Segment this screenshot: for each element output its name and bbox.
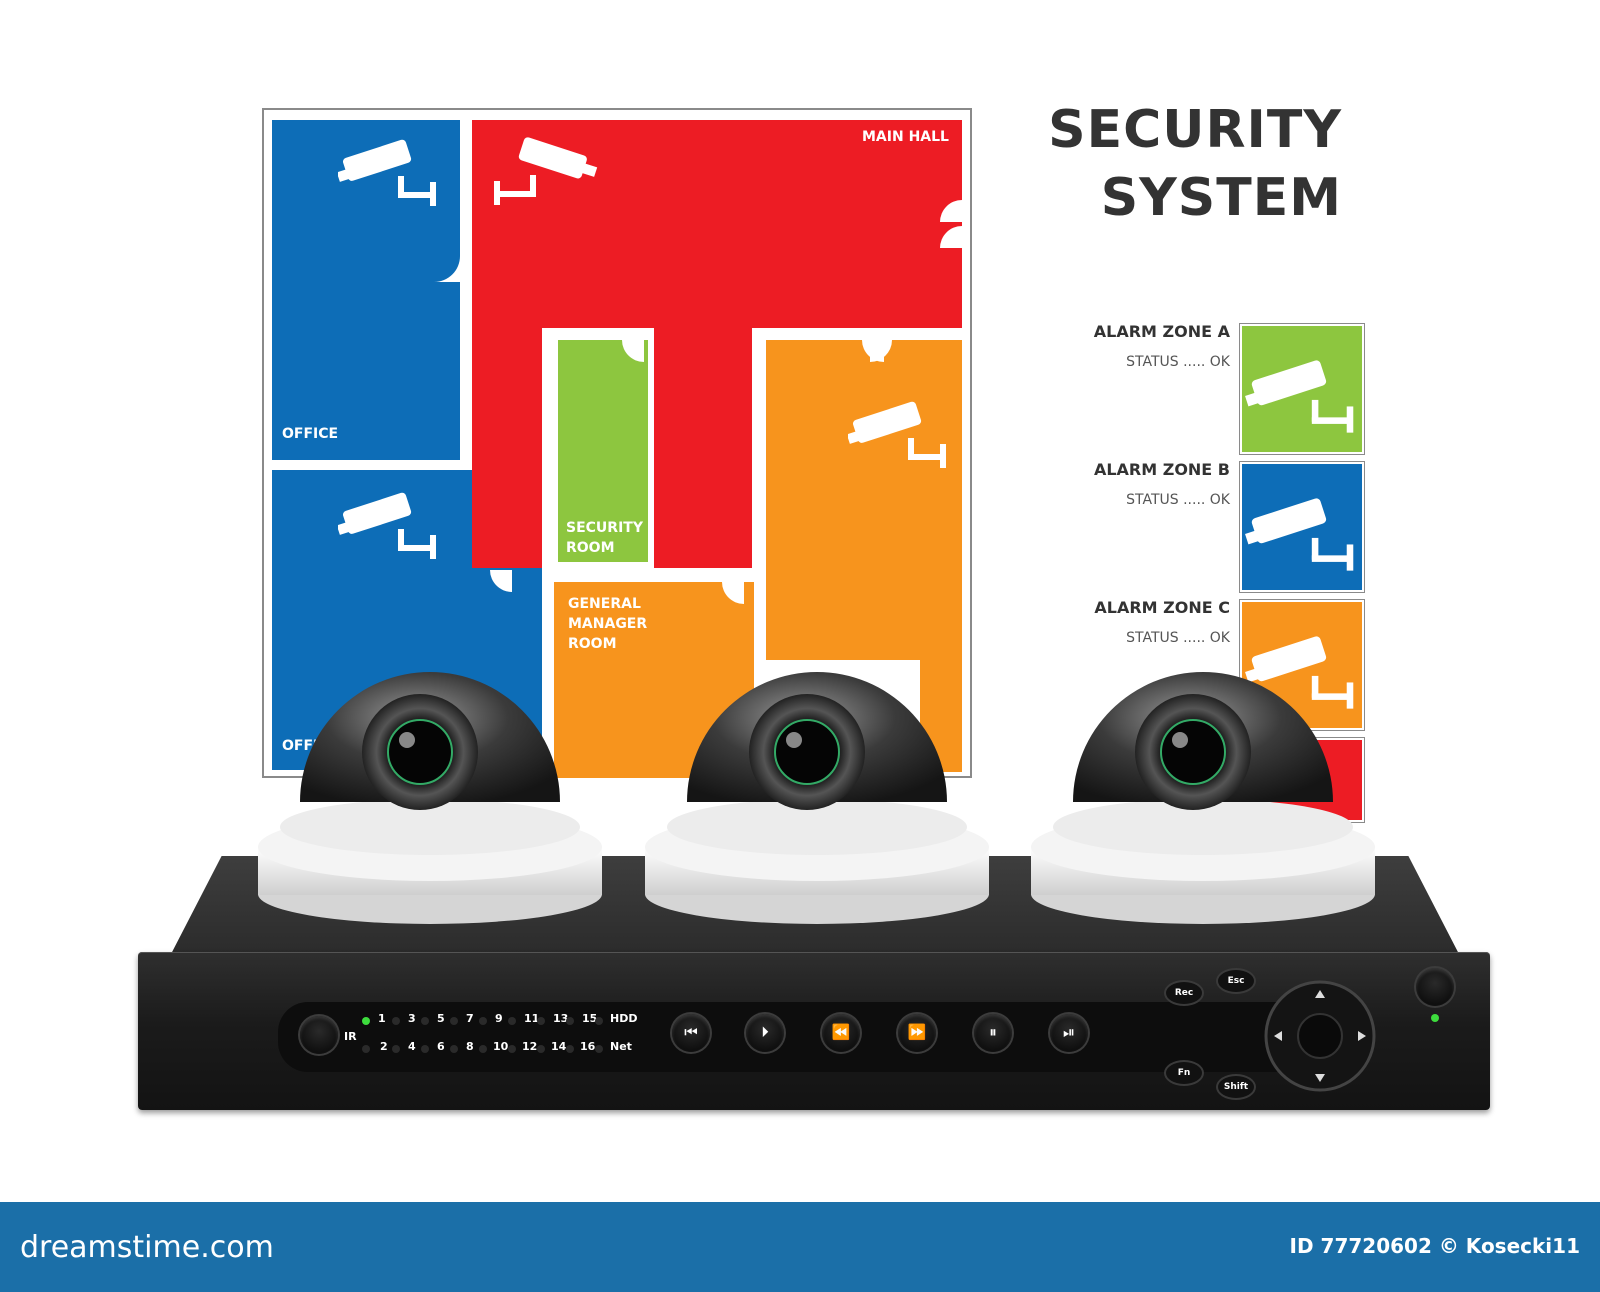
- prev-button[interactable]: ⏮: [672, 1014, 710, 1052]
- dvr-front-panel: [138, 952, 1490, 1110]
- ch-label: 14: [551, 1040, 567, 1053]
- ch-label: 3: [408, 1012, 416, 1025]
- room-label-gm-3: ROOM: [568, 636, 617, 652]
- led-ch1: [362, 1017, 370, 1025]
- prev-icon: ⏮: [684, 1024, 698, 1041]
- footer-credit: ID 77720602 © Kosecki11: [1289, 1234, 1580, 1258]
- room-orange-right: [766, 340, 962, 660]
- cctv-icon: [494, 137, 598, 205]
- rewind-icon: ⏪: [831, 1024, 851, 1041]
- zone-c-name: ALARM ZONE C: [1094, 598, 1230, 617]
- step-forward-icon: ⏵: [761, 1024, 769, 1041]
- ch-label: 16: [580, 1040, 596, 1053]
- zone-a-status: STATUS ..... OK: [1126, 354, 1230, 370]
- cctv-icon: [338, 139, 436, 206]
- ch-label: 4: [408, 1040, 416, 1053]
- room-label-gm-1: GENERAL: [568, 596, 641, 612]
- play-pause-icon: ⏯: [1062, 1024, 1075, 1041]
- ch-label: 1: [378, 1012, 386, 1025]
- led: [537, 1017, 545, 1025]
- dome-camera-2: [645, 672, 989, 924]
- led: [392, 1017, 400, 1025]
- ch-label: 9: [495, 1012, 503, 1025]
- ch-label: 6: [437, 1040, 445, 1053]
- led: [537, 1045, 545, 1053]
- ch-label-net: Net: [610, 1040, 632, 1053]
- zone-a-name: ALARM ZONE A: [1093, 322, 1230, 341]
- ch-label: 11: [524, 1012, 540, 1025]
- down-arrow-icon: [1315, 1074, 1325, 1082]
- footer-bar: dreamstime.com ID 77720602 © Kosecki11: [0, 1202, 1600, 1292]
- play-pause-button[interactable]: ⏯: [1050, 1014, 1088, 1052]
- room-label-security-1: SECURITY: [566, 520, 643, 536]
- shift-button[interactable]: Shift: [1218, 1076, 1254, 1098]
- fast-forward-icon: ⏩: [907, 1024, 927, 1041]
- ir-button[interactable]: [300, 1016, 338, 1054]
- dpad[interactable]: [1264, 980, 1376, 1092]
- up-arrow-icon: [1315, 990, 1325, 998]
- dome-camera-1: [258, 672, 602, 924]
- room-main-hall: [472, 120, 962, 568]
- led: [421, 1017, 429, 1025]
- step-back-button[interactable]: ⏸: [974, 1014, 1012, 1052]
- room-label-office-bottom: OFFI: [282, 738, 319, 754]
- room-label-gm-2: MANAGER: [568, 616, 648, 632]
- ch-label: 5: [437, 1012, 445, 1025]
- cctv-icon: [1245, 636, 1354, 709]
- led: [508, 1017, 516, 1025]
- ch-label-hdd: HDD: [610, 1012, 638, 1025]
- led: [362, 1045, 370, 1053]
- step-forward-button[interactable]: ⏵: [746, 1014, 784, 1052]
- ch-label: 7: [466, 1012, 474, 1025]
- rewind-button[interactable]: ⏪: [822, 1014, 860, 1052]
- zone-b-name: ALARM ZONE B: [1093, 460, 1230, 479]
- dvr-panel-stripe: [278, 1002, 1318, 1072]
- led: [595, 1017, 603, 1025]
- title-line-2: SYSTEM: [1100, 168, 1342, 228]
- zone-b-status: STATUS ..... OK: [1126, 492, 1230, 508]
- room-label-office-top: OFFICE: [282, 426, 339, 442]
- ch-label: 10: [493, 1040, 509, 1053]
- power-button[interactable]: [1416, 968, 1454, 1006]
- cctv-icon: [1245, 498, 1354, 571]
- room-office-top: [272, 120, 460, 460]
- cctv-icon: [1245, 360, 1354, 433]
- ch-label: 8: [466, 1040, 474, 1053]
- step-back-icon: ⏸: [989, 1024, 997, 1041]
- led: [595, 1045, 603, 1053]
- power-led: [1431, 1014, 1439, 1022]
- led: [450, 1045, 458, 1053]
- ch-label: 12: [522, 1040, 538, 1053]
- footer-brand: dreamstime.com: [20, 1230, 274, 1265]
- left-arrow-icon: [1274, 1031, 1282, 1041]
- fn-button[interactable]: Fn: [1166, 1062, 1202, 1084]
- right-arrow-icon: [1358, 1031, 1366, 1041]
- rec-button[interactable]: Rec: [1166, 982, 1202, 1004]
- fast-forward-button[interactable]: ⏩: [898, 1014, 936, 1052]
- ch-label: 2: [380, 1040, 388, 1053]
- zone-b-tile: [1240, 462, 1364, 592]
- room-label-main-hall: MAIN HALL: [862, 129, 949, 145]
- ir-label: IR: [344, 1030, 357, 1043]
- esc-button[interactable]: Esc: [1218, 970, 1254, 992]
- cctv-icon: [848, 401, 946, 468]
- ch-label: 13: [553, 1012, 569, 1025]
- cctv-icon: [338, 492, 436, 559]
- led: [392, 1045, 400, 1053]
- title-line-1: SECURITY: [1048, 100, 1342, 160]
- zone-c-status: STATUS ..... OK: [1126, 630, 1230, 646]
- led: [479, 1045, 487, 1053]
- zone-a-tile: [1240, 324, 1364, 454]
- ch-label: 15: [582, 1012, 598, 1025]
- dome-camera-3: [1031, 672, 1375, 924]
- led: [566, 1017, 574, 1025]
- room-security: [558, 340, 648, 562]
- led: [450, 1017, 458, 1025]
- room-label-security-2: ROOM: [566, 540, 615, 556]
- led: [421, 1045, 429, 1053]
- led: [508, 1045, 516, 1053]
- led: [566, 1045, 574, 1053]
- led: [479, 1017, 487, 1025]
